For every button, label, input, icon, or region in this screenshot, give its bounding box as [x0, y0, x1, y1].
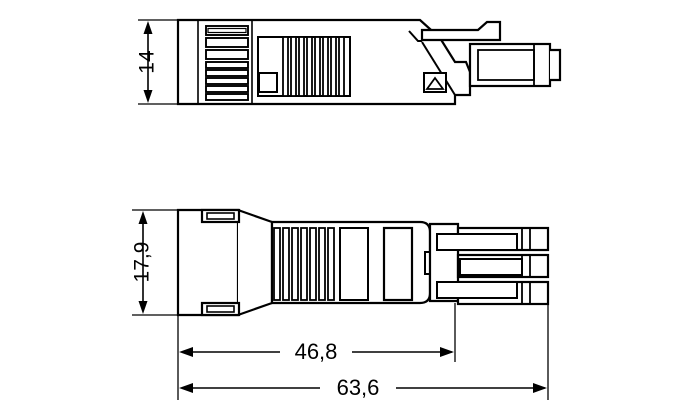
dim-arrow-14-down	[143, 90, 153, 103]
dim-arrow-636-right	[533, 383, 547, 393]
plan-plug-slot	[382, 226, 414, 302]
side-latch-arm	[420, 20, 502, 42]
side-latch-diagonal	[421, 41, 456, 96]
plan-vertical-rib-group	[273, 227, 335, 301]
dim-arrow-468-left	[179, 347, 193, 357]
plan-latch-slot-top	[200, 208, 241, 224]
dimension-length-group: 46,8 63,6	[177, 303, 549, 400]
polarity-marker-icon	[423, 72, 447, 93]
dim-arrow-14-up	[143, 21, 153, 34]
plan-contact-pin-3	[436, 280, 550, 306]
side-view-group	[176, 18, 562, 106]
dimension-height-17-9: 17,9	[131, 209, 182, 316]
side-contact-pin	[468, 42, 562, 88]
plan-latch-slot-bottom	[200, 301, 241, 317]
plan-left-body	[176, 208, 240, 317]
side-latch-notch	[408, 30, 422, 42]
dim-label-46-8: 46,8	[295, 339, 338, 364]
side-horizontal-rib-group	[205, 25, 249, 101]
dimension-46-8: 46,8	[179, 339, 454, 364]
dim-label-17-9: 17,9	[131, 242, 154, 283]
side-vertical-rib-group	[282, 36, 345, 97]
dimension-63-6: 63,6	[179, 375, 547, 400]
dim-arrow-179-down	[138, 301, 148, 314]
dim-label-63-6: 63,6	[337, 375, 380, 400]
dimension-height-14: 14	[136, 19, 182, 105]
plan-flat-panel	[339, 227, 369, 301]
side-window-detail	[258, 72, 278, 93]
dim-label-14: 14	[136, 50, 159, 74]
plan-contact-pin-1	[436, 226, 550, 252]
dim-arrow-468-right	[440, 347, 454, 357]
dim-arrow-179-up	[138, 211, 148, 224]
dim-arrow-636-left	[179, 383, 193, 393]
plan-view-group	[176, 208, 550, 317]
plan-waist-transition	[237, 208, 274, 317]
plan-contact-pin-2	[456, 253, 550, 279]
